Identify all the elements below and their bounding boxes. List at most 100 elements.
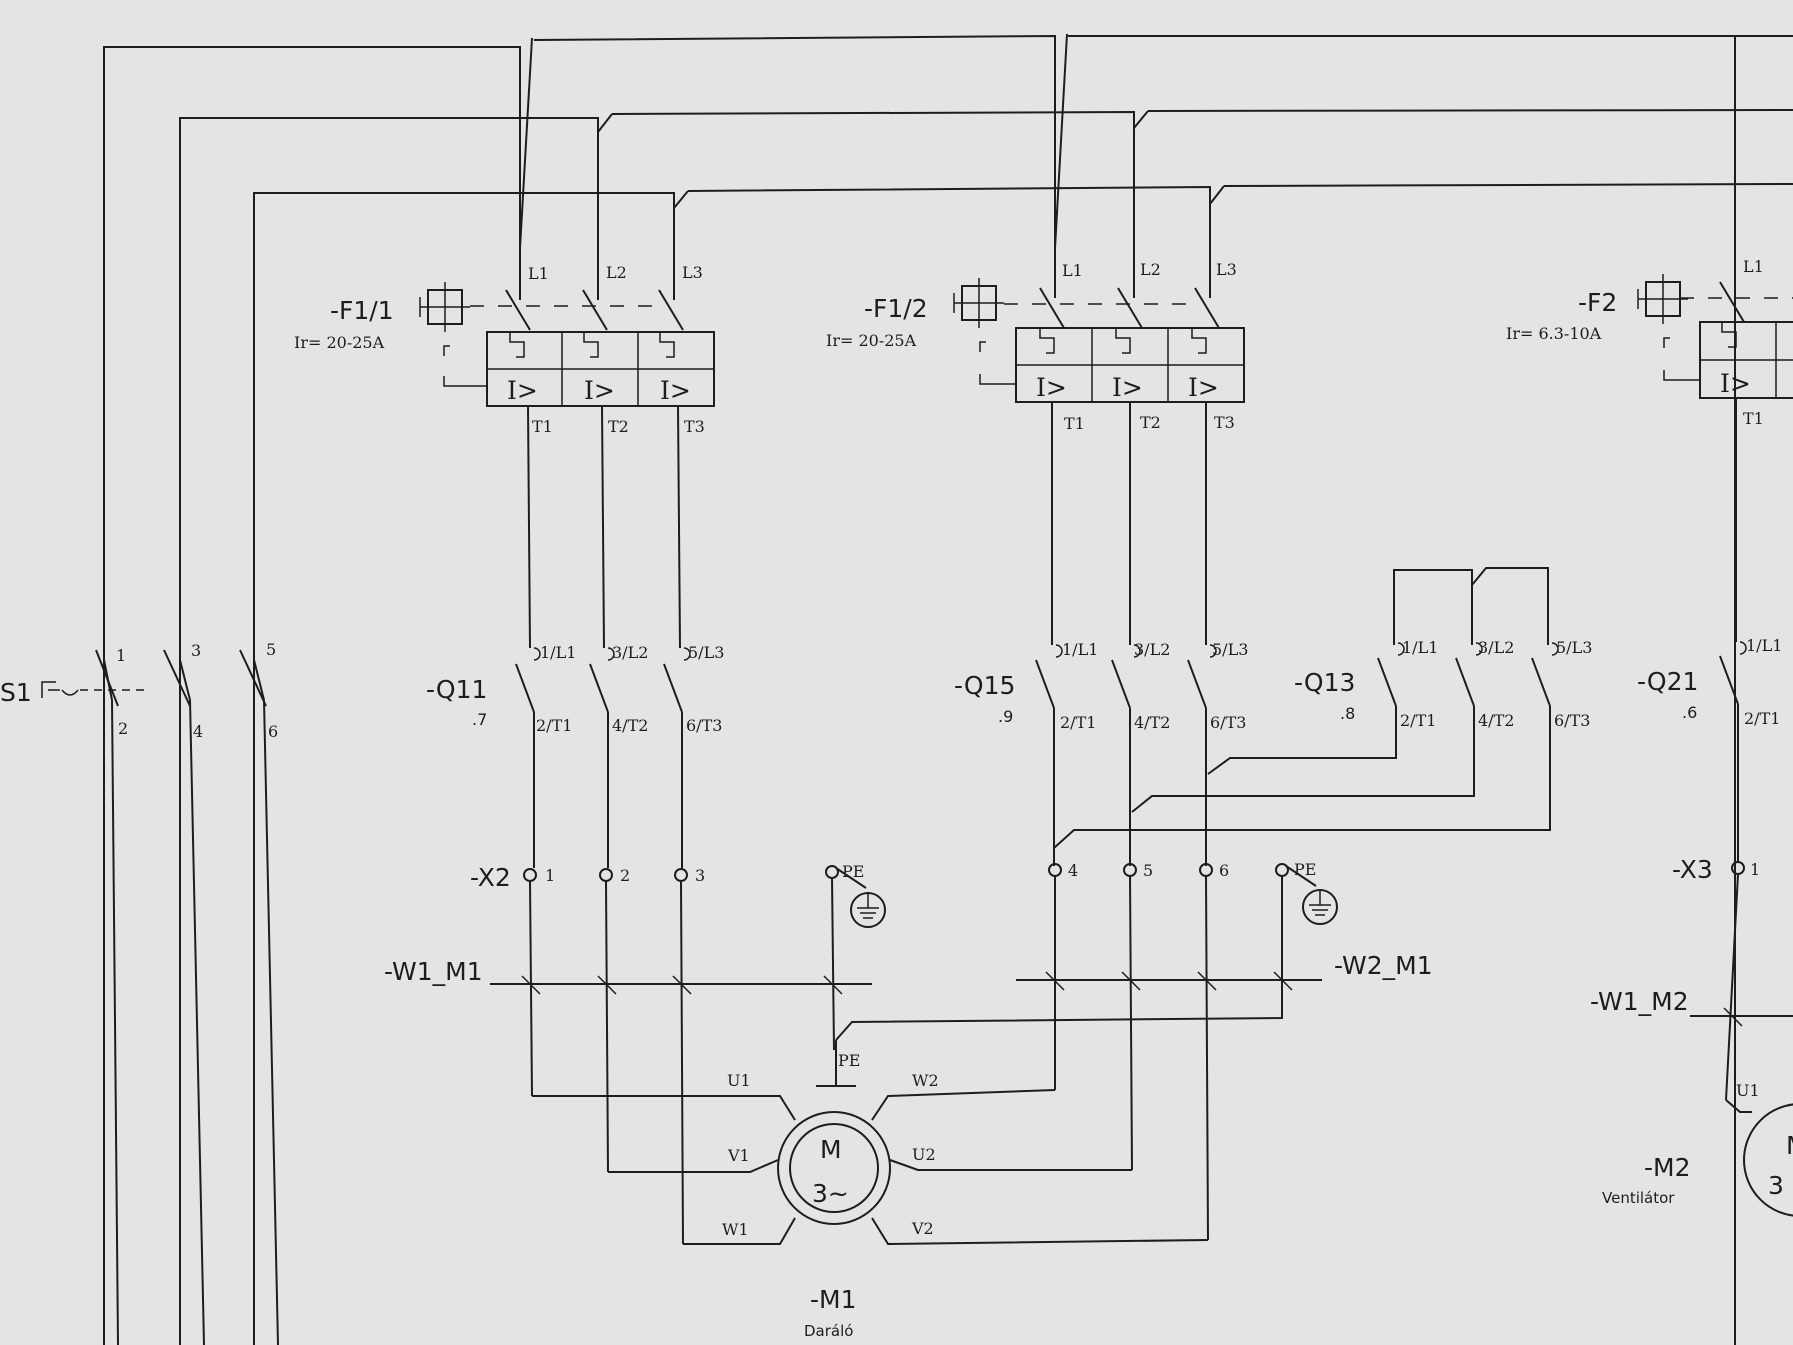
s1-terminal-2: 2 [118,719,128,738]
f1-2-trip-1: I> [1036,373,1067,402]
q11-out-2: 4/T2 [612,716,648,735]
s1-terminal-5: 5 [266,640,276,659]
q13-in-3: 5/L3 [1556,638,1592,657]
q15-in-3: 5/L3 [1212,640,1248,659]
x3-pin-1: 1 [1750,860,1760,879]
q13-out-1: 2/T1 [1400,711,1436,730]
f1-2-in-l1: L1 [1062,261,1083,280]
pe-label-1: PE [842,862,864,881]
f1-2-rating: Ir= 20-25A [826,331,917,350]
q21-ref: .6 [1682,703,1697,722]
q15-in-2: 3/L2 [1134,640,1170,659]
f1-2-trip-2: I> [1112,373,1143,402]
q15-out-2: 4/T2 [1134,713,1170,732]
motor-m1-id: -M1 [810,1285,857,1314]
f1-1-out-t3: T3 [684,417,705,436]
q13-out-3: 6/T3 [1554,711,1590,730]
f1-1-trip-3: I> [660,376,691,405]
switch-s1: S1 1 3 5 2 4 6 [0,640,279,1345]
motor-m1-w2: W2 [912,1071,939,1090]
breaker-f2: I> -F2 Ir= 6.3-10A L1 T1 [1506,250,1793,428]
motor-m1-u2: U2 [912,1145,936,1164]
contactor-q21: -Q21 .6 1/L1 2/T1 [1637,636,1782,728]
motor-m1-u1: U1 [727,1071,751,1090]
q21-in-1: 1/L1 [1746,636,1782,655]
q11-id: -Q11 [426,675,487,704]
f2-in-l1: L1 [1743,257,1764,276]
f1-1-id: -F1/1 [330,296,394,325]
f1-1-rating: Ir= 20-25A [294,333,385,352]
q11-out-1: 2/T1 [536,716,572,735]
x2-id: -X2 [470,863,511,892]
motor-m1-pe: PE [838,1051,860,1070]
s1-label: S1 [0,678,32,707]
f1-2-id: -F1/2 [864,294,928,323]
motor-m1: PE M 3~ U1 V1 W1 W2 U2 V2 -M1 Daráló [532,1040,1209,1340]
f1-1-in-l2: L2 [606,263,627,282]
w2-m1-label: -W2_M1 [1334,951,1433,980]
cable-w2-m1: -W2_M1 [835,875,1433,1241]
q13-in-2: 3/L2 [1478,638,1514,657]
f2-out-t1: T1 [1743,409,1764,428]
motor-m2-phase: 3 [1768,1171,1784,1200]
q13-ref: .8 [1340,704,1355,723]
breaker-f1-1: I> I> I> -F1/1 Ir= 20-25A L1 L2 L3 T1 T2… [294,248,715,436]
q11-in-1: 1/L1 [540,643,576,662]
contactor-q15: -Q15 .9 1/L1 3/L2 5/L3 2/T1 4/T2 6/T3 [954,640,1248,732]
q13-out-2: 4/T2 [1478,711,1514,730]
x2-pin-5: 5 [1143,861,1153,880]
f2-rating: Ir= 6.3-10A [1506,324,1602,343]
q11-out-3: 6/T3 [686,716,722,735]
f1-1-out-t1: T1 [532,417,553,436]
q15-ref: .9 [998,707,1013,726]
breaker-f1-2: I> I> I> -F1/2 Ir= 20-25A L1 L2 L3 T1 T2… [826,248,1245,433]
q11-in-3: 5/L3 [688,643,724,662]
f1-1-in-l1: L1 [528,264,549,283]
s1-terminal-4: 4 [193,722,203,741]
m2-terminal-u1: U1 [1736,1081,1760,1100]
s1-terminal-1: 1 [116,646,126,665]
q21-id: -Q21 [1637,667,1698,696]
terminal-strip-x2-second: 4 5 6 PE [1048,708,1338,925]
terminal-strip-x2: -X2 1 2 3 PE [470,712,886,928]
motor-m1-w1: W1 [722,1220,749,1239]
q15-id: -Q15 [954,671,1015,700]
w1-m2-label: -W1_M2 [1590,987,1689,1016]
w1-m1-label: -W1_M1 [384,957,483,986]
f1-2-trip-3: I> [1188,373,1219,402]
motor-m2-id: -M2 [1644,1153,1691,1182]
f1-2-in-l2: L2 [1140,260,1161,279]
cable-w1-m2: -W1_M2 U1 [1590,873,1793,1113]
terminal-strip-x3: -X3 1 [1672,704,1760,884]
supply-bus [103,33,1793,1345]
q21-out-1: 2/T1 [1744,709,1780,728]
motor-m1-v1: V1 [727,1146,750,1165]
s1-terminal-3: 3 [191,641,201,660]
pe-label-2: PE [1294,860,1316,879]
f1-2-out-t3: T3 [1214,413,1235,432]
motor-m2-name: Ventilátor [1602,1189,1675,1207]
q13-id: -Q13 [1294,668,1355,697]
f1-1-trip-2: I> [584,376,615,405]
f2-id: -F2 [1578,288,1617,317]
q11-in-2: 3/L2 [612,643,648,662]
motor-m1-phase: 3~ [812,1179,849,1208]
q15-out-3: 6/T3 [1210,713,1246,732]
q11-ref: .7 [472,710,487,729]
x2-pin-6: 6 [1219,861,1229,880]
x2-pin-3: 3 [695,866,705,885]
f1-2-out-t2: T2 [1140,413,1161,432]
x2-pin-4: 4 [1068,861,1078,880]
motor-m1-symbol: M [820,1135,842,1164]
breaker-to-contactor-wires [527,398,1737,649]
f1-1-out-t2: T2 [608,417,629,436]
q13-in-1: 1/L1 [1402,638,1438,657]
f1-1-trip-1: I> [507,376,538,405]
motor-m2: M 3 -M2 Ventilátor [1602,1103,1793,1217]
f1-1-in-l3: L3 [682,263,703,282]
q15-out-1: 2/T1 [1060,713,1096,732]
x2-pin-2: 2 [620,866,630,885]
f2-trip-1: I> [1720,369,1751,398]
contactor-q11: -Q11 .7 1/L1 3/L2 5/L3 2/T1 4/T2 6/T3 [426,643,724,735]
